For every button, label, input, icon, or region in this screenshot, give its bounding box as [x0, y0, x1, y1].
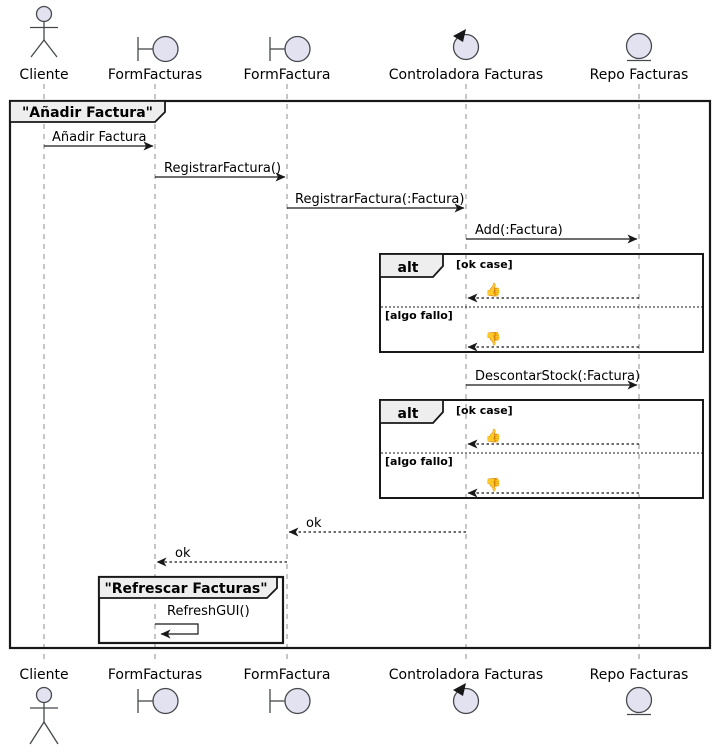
- main-frame: [8, 99, 712, 650]
- alt2-operator: alt: [398, 406, 419, 422]
- message-label-add-factura: Add(:Factura): [475, 223, 563, 238]
- message-label-descontar-stock: DescontarStock(:Factura): [475, 369, 640, 384]
- alt1-guard-ok: [ok case]: [456, 258, 513, 271]
- participant-label-formfactura-top: FormFactura: [243, 67, 330, 83]
- message-label-registrar-factura-arg: RegistrarFactura(:Factura): [295, 192, 464, 207]
- refresh-frame-tab: [98, 576, 278, 599]
- message-label-refresh-gui: RefreshGUI(): [167, 604, 250, 619]
- alt1-tab: [379, 253, 444, 278]
- arrow-refresh-gui-self: [155, 623, 199, 639]
- boundary-icon-formfacturas-bottom: [137, 687, 179, 715]
- participant-label-controladora-bottom: Controladora Facturas: [389, 667, 543, 683]
- participant-label-controladora-top: Controladora Facturas: [389, 67, 543, 83]
- message-label-add-ok: 👍: [485, 282, 501, 298]
- alt1-operator: alt: [398, 260, 419, 276]
- actor-icon-cliente-top: [30, 5, 58, 58]
- participant-label-formfacturas-top: FormFacturas: [108, 67, 202, 83]
- main-frame-tab: [9, 100, 166, 123]
- alt2-frame: [379, 399, 704, 499]
- alt2-tab: [379, 399, 444, 424]
- message-label-anadir-factura: Añadir Factura: [52, 130, 147, 145]
- actor-icon-cliente-bottom: [29, 686, 59, 745]
- participant-label-cliente-top: Cliente: [19, 67, 68, 83]
- message-label-ok-1: ok: [306, 516, 322, 531]
- message-label-stock-ok: 👍: [485, 428, 501, 444]
- message-label-registrar-factura: RegistrarFactura(): [164, 161, 281, 176]
- alt2-guard-ok: [ok case]: [456, 404, 513, 417]
- participant-label-repo-bottom: Repo Facturas: [590, 667, 689, 683]
- entity-icon-repo-top: [625, 32, 653, 62]
- alt1-guard-fail: [algo fallo]: [385, 309, 453, 322]
- participant-label-repo-top: Repo Facturas: [590, 67, 689, 83]
- message-label-ok-2: ok: [175, 546, 191, 561]
- participant-label-cliente-bottom: Cliente: [19, 667, 68, 683]
- control-icon-controladora-top: [452, 29, 480, 61]
- boundary-icon-formfactura-top: [269, 35, 311, 63]
- refresh-frame-title: "Refrescar Facturas": [104, 581, 267, 597]
- alt1-frame: [379, 253, 704, 353]
- message-label-stock-fail: 👎: [485, 477, 501, 493]
- boundary-icon-formfactura-bottom: [269, 687, 311, 715]
- participant-label-formfacturas-bottom: FormFacturas: [108, 667, 202, 683]
- message-label-add-fail: 👎: [485, 331, 501, 347]
- boundary-icon-formfacturas-top: [137, 35, 179, 63]
- alt2-guard-fail: [algo fallo]: [385, 455, 453, 468]
- main-frame-title: "Añadir Factura": [22, 105, 153, 121]
- entity-icon-repo-bottom: [625, 686, 653, 716]
- participant-label-formfactura-bottom: FormFactura: [243, 667, 330, 683]
- control-icon-controladora-bottom: [452, 683, 480, 715]
